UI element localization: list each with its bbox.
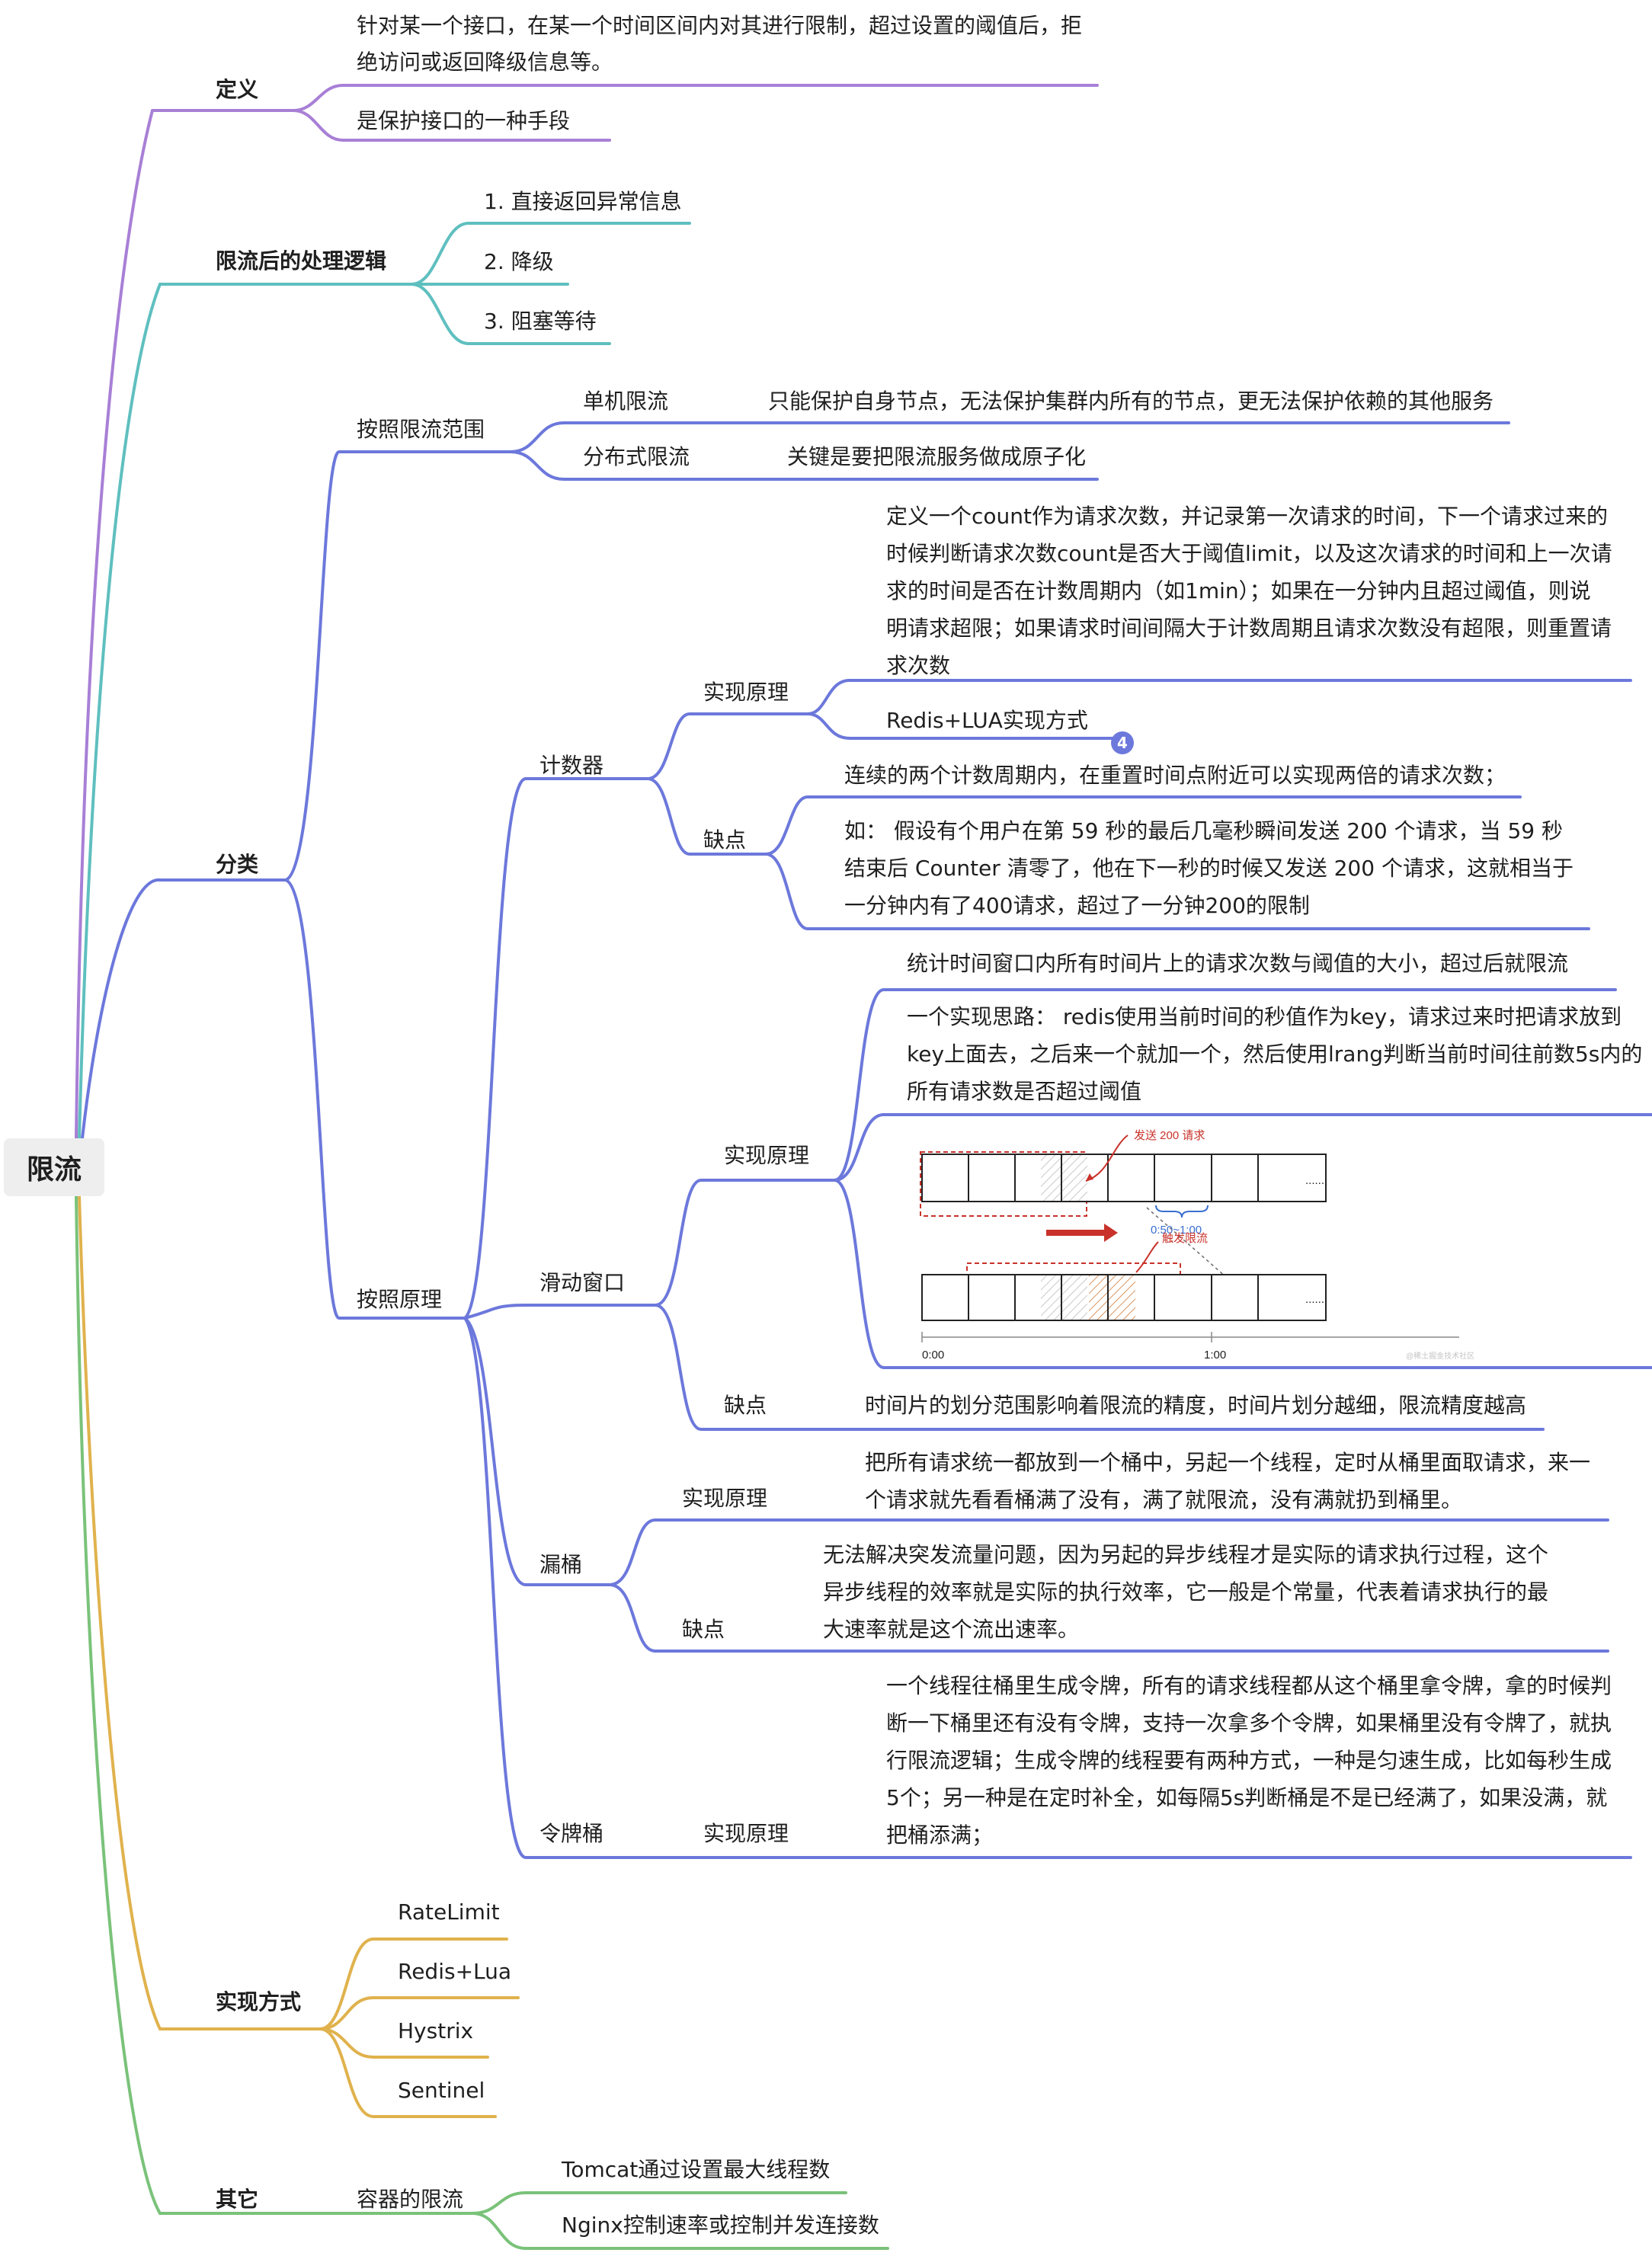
container-nginx: Nginx控制速率或控制并发连接数 — [562, 2213, 879, 2238]
node-sliding-window[interactable]: 滑动窗口 — [539, 1270, 626, 1295]
counter-redis-lua[interactable]: Redis+LUA实现方式 — [886, 708, 1088, 733]
post-limit-item-3: 3. 阻塞等待 — [484, 309, 597, 334]
node-leaky-bucket[interactable]: 漏桶 — [539, 1552, 583, 1577]
node-distributed-limit[interactable]: 分布式限流 — [583, 444, 690, 469]
leaky-principle-line-2: 个请求就先看看桶满了没有，满了就限流，没有满就扔到桶里。 — [865, 1487, 1463, 1512]
range-label: 0:50~1:00 — [1151, 1224, 1202, 1237]
sliding-window-figure: 发送 200 请求 ...... 0:50~1:00 触发限流 ...... 0… — [920, 1129, 1474, 1362]
sliding-drawback-label[interactable]: 缺点 — [724, 1393, 767, 1418]
watermark: @稀土掘金技术社区 — [1406, 1351, 1474, 1361]
counter-drawback-2-line-1: 如： 假设有个用户在第 59 秒的最后几毫秒瞬间发送 200 个请求，当 59 … — [844, 818, 1564, 843]
node-implementations[interactable]: 实现方式 — [216, 1989, 302, 2014]
definition-text-protect: 是保护接口的一种手段 — [357, 108, 571, 133]
impl-sentinel[interactable]: Sentinel — [398, 2078, 485, 2103]
node-counter[interactable]: 计数器 — [539, 753, 604, 778]
counter-principle-line-3: 求的时间是否在计数周期内（如1min）；如果在一分钟内且超过阈值，则说 — [886, 578, 1591, 603]
leaky-drawback-line-1: 无法解决突发流量问题，因为另起的异步线程才是实际的请求执行过程，这个 — [823, 1542, 1549, 1567]
dots-top: ...... — [1305, 1174, 1324, 1187]
sliding-principle-1: 统计时间窗口内所有时间片上的请求次数与阈值的大小，超过后就限流 — [907, 951, 1569, 976]
leaky-principle-label[interactable]: 实现原理 — [682, 1486, 768, 1511]
token-principle-line-1: 一个线程往桶里生成令牌，所有的请求线程都从这个桶里拿令牌，拿的时候判 — [886, 1673, 1612, 1698]
impl-ratelimit[interactable]: RateLimit — [398, 1899, 500, 1925]
sliding-principle-2-line-1: 一个实现思路： redis使用当前时间的秒值作为key，请求过来时把请求放到 — [907, 1004, 1622, 1029]
leaky-drawback-line-2: 异步线程的效率就是实际的执行效率，它一般是个常量，代表着请求执行的最 — [823, 1579, 1549, 1605]
node-by-scope[interactable]: 按照限流范围 — [357, 417, 485, 442]
node-container-limit[interactable]: 容器的限流 — [357, 2187, 464, 2212]
token-principle-line-5: 把桶添满； — [886, 1822, 994, 1848]
node-classification[interactable]: 分类 — [216, 852, 259, 877]
sliding-principle-label[interactable]: 实现原理 — [724, 1143, 810, 1168]
impl-hystrix[interactable]: Hystrix — [398, 2018, 474, 2043]
counter-drawback-label[interactable]: 缺点 — [703, 827, 747, 853]
node-post-limit[interactable]: 限流后的处理逻辑 — [216, 248, 387, 274]
container-tomcat: Tomcat通过设置最大线程数 — [562, 2157, 831, 2182]
send-200-label: 发送 200 请求 — [1134, 1129, 1205, 1142]
counter-principle-label[interactable]: 实现原理 — [703, 680, 789, 705]
counter-drawback-2-line-3: 一分钟内有了400请求，超过了一分钟200的限制 — [844, 893, 1310, 918]
leaky-drawback-label[interactable]: 缺点 — [682, 1617, 725, 1642]
counter-drawback-1: 连续的两个计数周期内，在重置时间点附近可以实现两倍的请求次数； — [844, 763, 1506, 788]
counter-principle-line-5: 求次数 — [886, 653, 951, 678]
counter-principle-line-4: 明请求超限；如果请求时间间隔大于计数周期且请求次数没有超限，则重置请 — [886, 616, 1612, 641]
node-definition[interactable]: 定义 — [216, 77, 259, 102]
token-principle-label[interactable]: 实现原理 — [703, 1821, 789, 1846]
dots-bottom: ...... — [1305, 1293, 1324, 1306]
token-principle-line-2: 断一下桶里还有没有令牌，支持一次拿多个令牌，如果桶里没有令牌了，就执 — [886, 1710, 1612, 1736]
impl-redis-lua[interactable]: Redis+Lua — [398, 1959, 512, 1984]
definition-text-line-1: 针对某一个接口，在某一个时间区间内对其进行限制，超过设置的阈值后，拒 — [357, 13, 1083, 38]
sliding-drawback-text: 时间片的划分范围影响着限流的精度，时间片划分越细，限流精度越高 — [865, 1393, 1527, 1418]
token-principle-line-3: 行限流逻辑；生成令牌的线程要有两种方式，一种是匀速生成，比如每秒生成 — [886, 1748, 1612, 1773]
leaky-principle-line-1: 把所有请求统一都放到一个桶中，另起一个线程，定时从桶里面取请求，来一 — [865, 1450, 1591, 1475]
post-limit-item-1: 1. 直接返回异常信息 — [484, 189, 682, 214]
single-limit-desc: 只能保护自身节点，无法保护集群内所有的节点，更无法保护依赖的其他服务 — [768, 389, 1494, 414]
post-limit-item-2: 2. 降级 — [484, 249, 554, 274]
trigger-limit-label: 触发限流 — [1162, 1232, 1208, 1245]
counter-drawback-2-line-2: 结束后 Counter 清零了，他在下一秒的时候又发送 200 个请求，这就相当… — [844, 856, 1574, 881]
counter-principle-line-2: 时候判断请求次数count是否大于阈值limit，以及这次请求的时间和上一次请 — [886, 541, 1612, 566]
token-principle-line-4: 5个；另一种是在定时补全，如每隔5s判断桶是不是已经满了，如果没满，就 — [886, 1785, 1608, 1810]
node-single-limit[interactable]: 单机限流 — [583, 389, 669, 414]
node-token-bucket[interactable]: 令牌桶 — [539, 1821, 604, 1846]
distributed-limit-desc: 关键是要把限流服务做成原子化 — [787, 444, 1087, 469]
collapsed-count-badge[interactable]: 4 — [1111, 731, 1134, 754]
sliding-principle-2-line-3: 所有请求数是否超过阈值 — [907, 1079, 1142, 1104]
root-node[interactable]: 限流 — [4, 1138, 104, 1196]
node-by-principle[interactable]: 按照原理 — [357, 1287, 443, 1312]
definition-text-line-2: 绝访问或返回降级信息等。 — [357, 50, 613, 75]
sliding-principle-2-line-2: key上面去，之后来一个就加一个，然后使用lrang判断当前时间往前数5s内的 — [907, 1042, 1643, 1067]
node-others[interactable]: 其它 — [216, 2187, 259, 2212]
time-1: 1:00 — [1204, 1349, 1226, 1362]
leaky-drawback-line-3: 大速率就是这个流出速率。 — [823, 1617, 1080, 1642]
time-0: 0:00 — [922, 1349, 944, 1362]
counter-principle-line-1: 定义一个count作为请求次数，并记录第一次请求的时间，下一个请求过来的 — [886, 504, 1608, 529]
